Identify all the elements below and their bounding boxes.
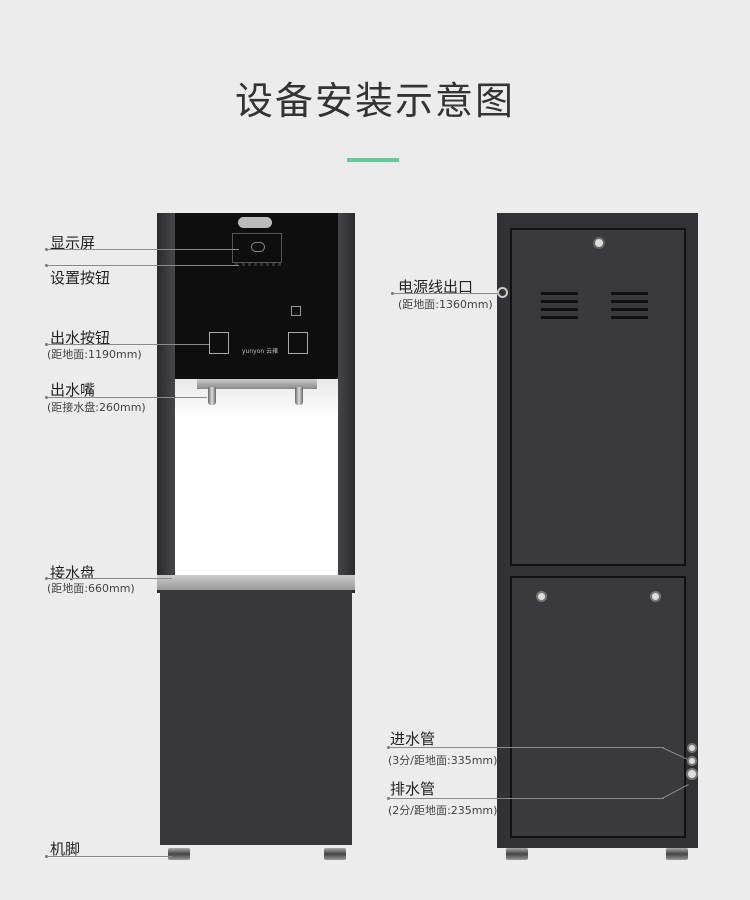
brand-name: yunyon 云雍 xyxy=(242,348,279,355)
spout-bar xyxy=(197,379,317,389)
right-pillar xyxy=(335,213,355,593)
label-drip-tray: 接水盘 xyxy=(50,564,96,582)
label-inlet-pipe: 进水管 xyxy=(390,730,436,748)
label-power-outlet: 电源线出口 xyxy=(398,278,474,296)
lower-back-panel xyxy=(510,576,686,838)
leader-line xyxy=(389,798,664,799)
leader-line xyxy=(47,265,239,266)
screw-right xyxy=(650,591,661,602)
pipe-port-middle xyxy=(687,756,697,766)
leader-line xyxy=(47,397,207,398)
foot-right xyxy=(324,848,346,860)
hot-water-icon xyxy=(291,306,301,316)
foot-left xyxy=(168,848,190,860)
leader-line xyxy=(47,249,239,250)
detail-drip-tray: (距地面:660mm) xyxy=(47,582,135,595)
upper-back-panel xyxy=(510,228,686,566)
lock-icon xyxy=(593,237,605,249)
detail-inlet-pipe: (3分/距地面:335mm) xyxy=(388,754,498,767)
brand-logo xyxy=(238,217,272,228)
spout-left xyxy=(208,387,216,405)
left-pillar xyxy=(157,213,177,593)
leader-line xyxy=(47,344,209,345)
dispense-alcove xyxy=(175,379,338,575)
label-display: 显示屏 xyxy=(50,234,96,252)
power-cord-outlet xyxy=(497,287,508,298)
foot-left xyxy=(506,848,528,860)
label-dispense-button: 出水按钮 xyxy=(50,329,111,347)
page-title: 设备安装示意图 xyxy=(234,79,515,123)
settings-buttons[interactable] xyxy=(235,263,281,269)
back-dispenser xyxy=(497,213,698,848)
lower-cabinet xyxy=(160,590,352,845)
leader-line xyxy=(393,293,498,294)
front-dispenser: yunyon 云雍 xyxy=(157,213,355,845)
label-drain-pipe: 排水管 xyxy=(390,780,436,798)
drip-tray xyxy=(157,575,355,590)
leader-line xyxy=(389,747,664,748)
inlet-pipe-port xyxy=(687,743,697,753)
display-screen xyxy=(232,233,282,263)
detail-dispense-button: (距地面:1190mm) xyxy=(47,348,142,361)
control-panel: yunyon 云雍 xyxy=(175,213,338,379)
foot-right xyxy=(666,848,688,860)
leader-line xyxy=(47,578,172,579)
leader-line xyxy=(47,856,172,857)
dispense-button-left[interactable] xyxy=(209,332,229,354)
detail-power-outlet: (距地面:1360mm) xyxy=(398,298,493,311)
label-settings-button: 设置按钮 xyxy=(50,269,111,287)
label-spout: 出水嘴 xyxy=(50,381,96,399)
detail-drain-pipe: (2分/距地面:235mm) xyxy=(388,804,498,817)
accent-underline xyxy=(347,158,399,162)
screw-left xyxy=(536,591,547,602)
drain-pipe-port xyxy=(686,768,698,780)
dispense-button-right[interactable] xyxy=(288,332,308,354)
label-feet: 机脚 xyxy=(50,840,81,858)
spout-right xyxy=(295,387,303,405)
detail-spout: (距接水盘:260mm) xyxy=(47,401,146,414)
